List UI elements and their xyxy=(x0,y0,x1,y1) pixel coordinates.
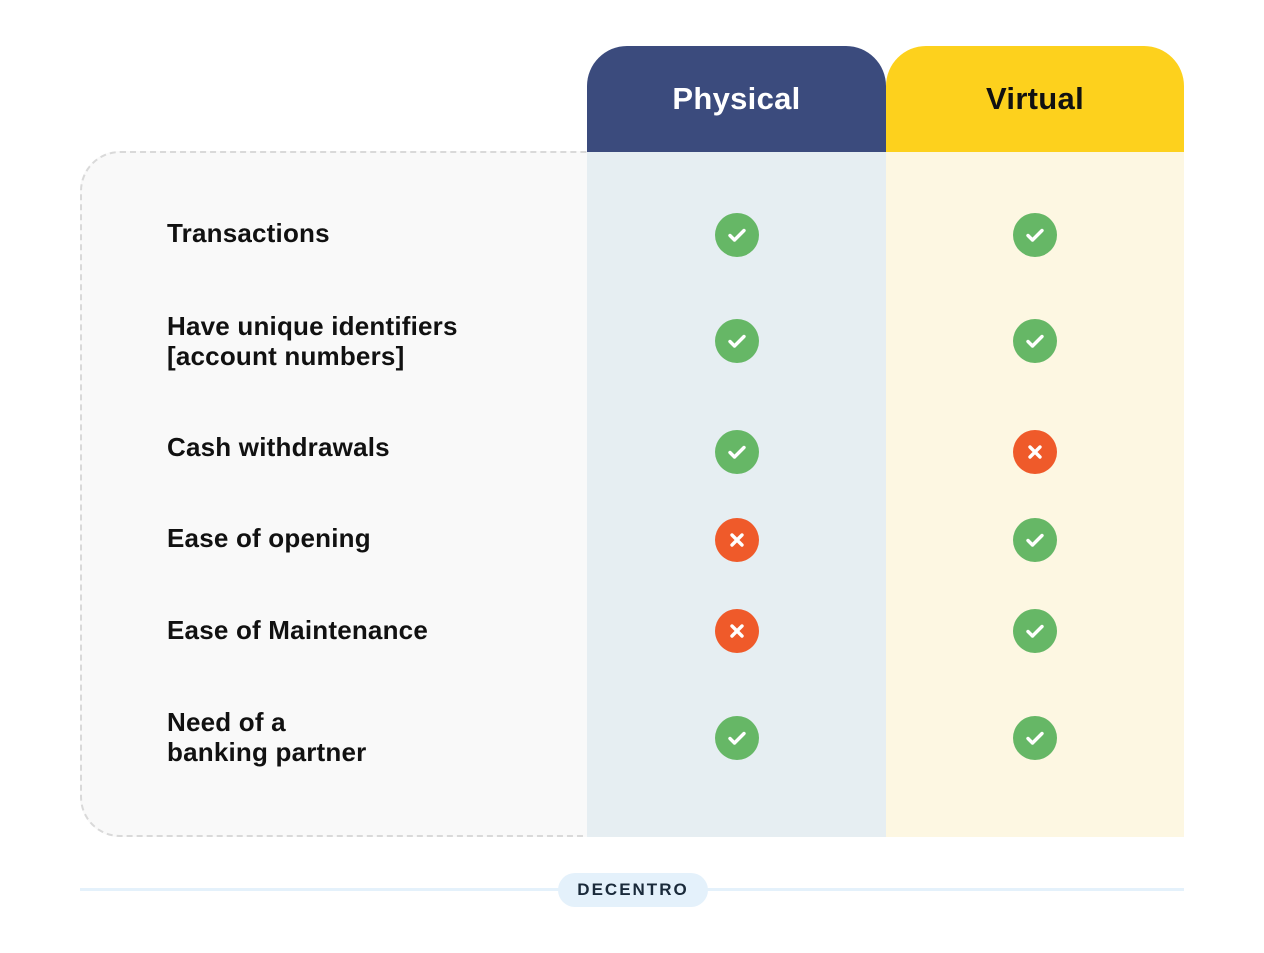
virtual-column-header: Virtual xyxy=(886,46,1184,152)
feature-label-panel xyxy=(80,151,620,837)
row-label-banking-partner: Need of a banking partner xyxy=(167,707,366,767)
check-icon xyxy=(715,430,759,474)
row-label-line: Cash withdrawals xyxy=(167,432,390,462)
check-icon xyxy=(715,213,759,257)
check-icon xyxy=(1013,518,1057,562)
check-icon xyxy=(1013,319,1057,363)
check-icon xyxy=(715,319,759,363)
row-label-line: Ease of opening xyxy=(167,523,371,553)
row-label-cash-withdrawals: Cash withdrawals xyxy=(167,432,390,462)
row-label-unique-identifiers: Have unique identifiers [account numbers… xyxy=(167,311,458,371)
physical-column-header: Physical xyxy=(587,46,886,152)
row-label-line: banking partner xyxy=(167,737,367,767)
check-icon xyxy=(1013,716,1057,760)
row-label-line: Have unique identifiers xyxy=(167,311,458,341)
row-label-line: [account numbers] xyxy=(167,341,405,371)
check-icon xyxy=(1013,213,1057,257)
row-label-line: Need of a xyxy=(167,707,286,737)
row-label-line: Transactions xyxy=(167,218,330,248)
row-label-ease-of-opening: Ease of opening xyxy=(167,523,371,553)
cross-icon xyxy=(715,609,759,653)
row-label-transactions: Transactions xyxy=(167,218,330,248)
row-label-ease-of-maintenance: Ease of Maintenance xyxy=(167,615,428,645)
cross-icon xyxy=(1013,430,1057,474)
cross-icon xyxy=(715,518,759,562)
check-icon xyxy=(715,716,759,760)
row-label-line: Ease of Maintenance xyxy=(167,615,428,645)
decentro-logo: DECENTRO xyxy=(558,873,708,907)
check-icon xyxy=(1013,609,1057,653)
